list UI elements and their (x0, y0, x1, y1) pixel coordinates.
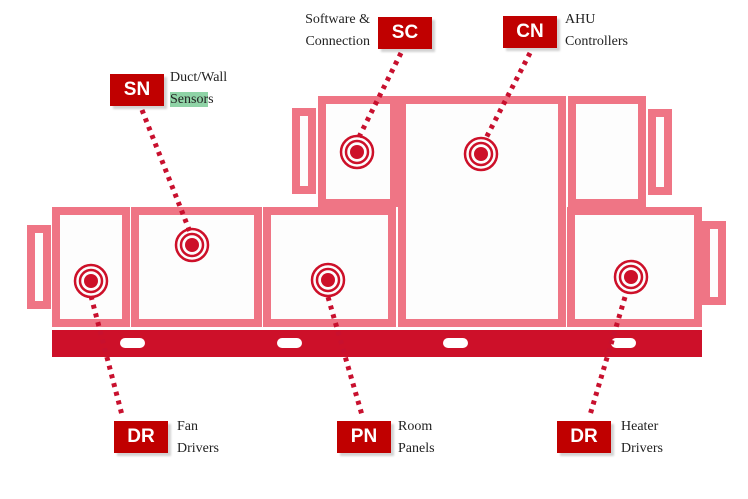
module-sensor (131, 207, 262, 327)
base-slot (443, 338, 468, 348)
callout-dr-heater-line2: Drivers (621, 441, 663, 456)
leader-dr-fan (88, 295, 125, 416)
callout-dr-heater-badge: DR (557, 421, 611, 453)
callout-sc-line1: Software & (305, 12, 370, 27)
target-icon (174, 227, 210, 263)
leader-cn (482, 51, 533, 142)
target-icon (73, 263, 109, 299)
callout-dr-heater-line1: Heater (621, 419, 659, 434)
module-room-panel (263, 207, 396, 327)
leader-sc (355, 51, 404, 141)
module-fan (52, 207, 130, 327)
callout-pn-line2: Panels (398, 441, 435, 456)
callout-pn-line1: Room (398, 419, 433, 434)
callout-cn-label: AHU Controllers (565, 9, 628, 53)
left-flange-lower (27, 225, 51, 309)
right-flange-upper (648, 109, 672, 195)
target-icon (310, 262, 346, 298)
callout-dr-fan-line1: Fan (177, 419, 198, 434)
target-icon (463, 136, 499, 172)
callout-dr-fan-badge: DR (114, 421, 168, 453)
base-slot (120, 338, 145, 348)
base-rail (52, 330, 702, 357)
callout-cn-badge: CN (503, 16, 557, 48)
base-slot (611, 338, 636, 348)
leader-dr-heater (587, 296, 628, 416)
callout-pn-label: Room Panels (398, 416, 435, 460)
callout-sn-line2: Sensors (170, 89, 227, 111)
highlighted-text: Sensor (170, 92, 209, 107)
leader-sn (139, 109, 193, 233)
callout-sc-line2: Connection (305, 34, 370, 49)
target-icon (613, 259, 649, 295)
right-flange-lower (702, 221, 726, 305)
module-controller (398, 96, 566, 327)
module-upper-right (568, 96, 646, 207)
callout-sn-label: Duct/Wall Sensors (170, 67, 227, 111)
callout-dr-heater-label: Heater Drivers (621, 416, 663, 460)
leader-pn (325, 296, 365, 416)
target-icon (339, 134, 375, 170)
callout-pn-badge: PN (337, 421, 391, 453)
callout-sn-line1: Duct/Wall (170, 70, 228, 85)
callout-sn-badge: SN (110, 74, 164, 106)
left-flange-upper (292, 108, 316, 194)
callout-sc-label: Software & Connection (260, 9, 370, 53)
callout-sc-badge: SC (378, 17, 432, 49)
callout-sn-line2-rest: s (208, 92, 214, 107)
base-slot (277, 338, 302, 348)
callout-cn-line1: AHU (565, 12, 596, 27)
callout-dr-fan-line2: Drivers (177, 441, 219, 456)
callout-dr-fan-label: Fan Drivers (177, 416, 219, 460)
callout-cn-line2: Controllers (565, 34, 628, 49)
